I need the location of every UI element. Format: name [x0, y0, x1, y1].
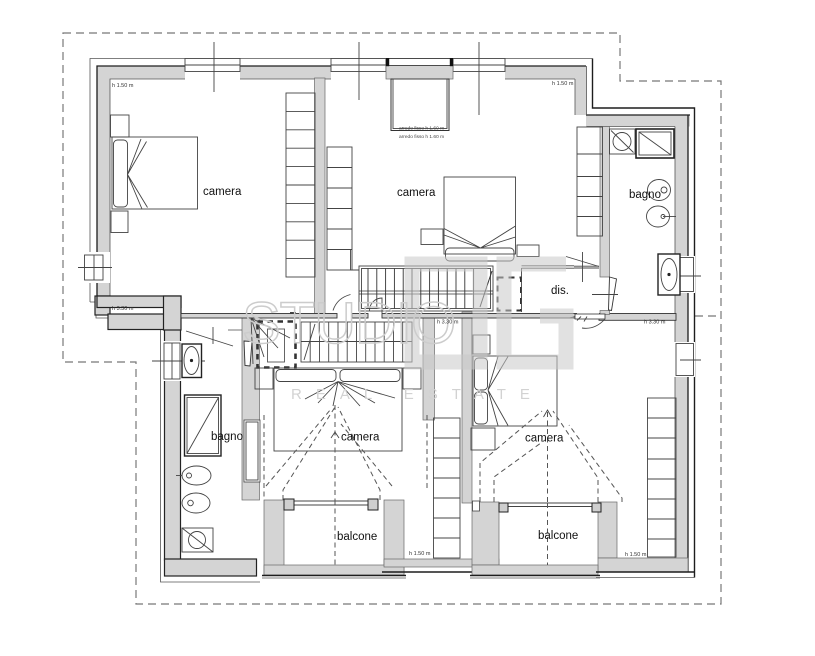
svg-text:camera: camera	[341, 432, 380, 444]
svg-text:h 3.30 m: h 3.30 m	[644, 320, 666, 326]
svg-text:h 3.30 m: h 3.30 m	[437, 320, 459, 326]
svg-text:STUDIO: STUDIO	[242, 291, 455, 356]
svg-text:h 3.30 m: h 3.30 m	[112, 306, 134, 312]
svg-text:h 1.50 m: h 1.50 m	[625, 552, 647, 558]
svg-text:bagno: bagno	[211, 431, 243, 443]
svg-text:dis.: dis.	[551, 285, 569, 297]
svg-text:camera: camera	[203, 186, 242, 198]
svg-text:bagno: bagno	[629, 189, 661, 201]
svg-text:REAL ESTATE: REAL ESTATE	[291, 386, 544, 403]
svg-text:balcone: balcone	[538, 530, 578, 542]
svg-text:h 1.50 m: h 1.50 m	[112, 83, 134, 89]
svg-text:camera: camera	[525, 433, 564, 445]
svg-text:balcone: balcone	[337, 531, 377, 543]
svg-text:h 1.50 m: h 1.50 m	[409, 551, 431, 557]
svg-text:camera: camera	[397, 187, 436, 199]
svg-text:h 1.50 m: h 1.50 m	[552, 81, 574, 87]
svg-text:arredo fisso h 1.60 m: arredo fisso h 1.60 m	[399, 126, 444, 132]
svg-text:arredo fisso h 1.60 m: arredo fisso h 1.60 m	[399, 134, 444, 140]
